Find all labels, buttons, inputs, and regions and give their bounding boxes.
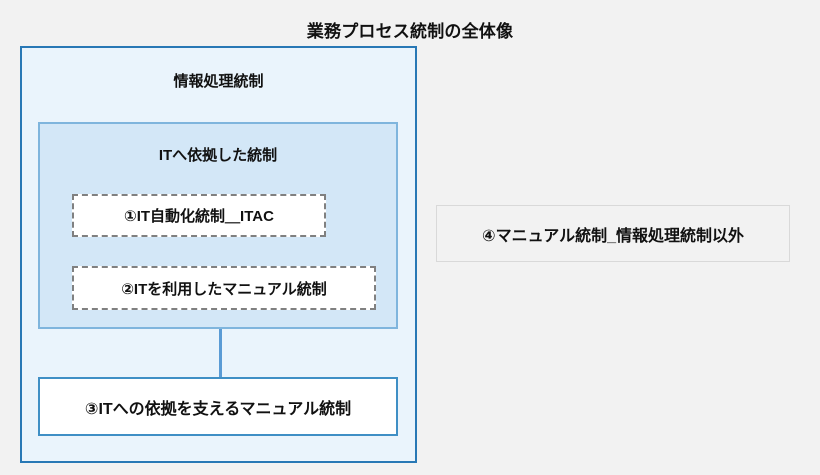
connector-line-vertical <box>219 329 222 377</box>
outer-container-label: 情報処理統制 <box>173 73 264 90</box>
node-it-manual-control: ②ITを利用したマニュアル統制 <box>72 266 376 310</box>
node-support-manual-control: ③ITへの依拠を支えるマニュアル統制 <box>38 377 398 436</box>
node-support-manual-control-label: ③ITへの依拠を支えるマニュアル統制 <box>84 400 352 418</box>
node-itac: ①IT自動化統制＿ITAC <box>72 194 326 237</box>
node-outside-manual-control-label: ④マニュアル統制_情報処理統制以外 <box>482 227 744 245</box>
inner-container-it-dependent-control: ITへ依拠した統制 ①IT自動化統制＿ITAC ②ITを利用したマニュアル統制 <box>38 122 398 329</box>
outer-container-information-processing-control: 情報処理統制 ITへ依拠した統制 ①IT自動化統制＿ITAC ②ITを利用したマ… <box>20 46 417 463</box>
inner-container-label: ITへ依拠した統制 <box>158 147 278 164</box>
page-title: 業務プロセス統制の全体像 <box>306 22 514 41</box>
node-it-manual-control-label: ②ITを利用したマニュアル統制 <box>121 280 327 298</box>
node-outside-manual-control: ④マニュアル統制_情報処理統制以外 <box>436 205 790 262</box>
node-itac-label: ①IT自動化統制＿ITAC <box>124 208 274 225</box>
